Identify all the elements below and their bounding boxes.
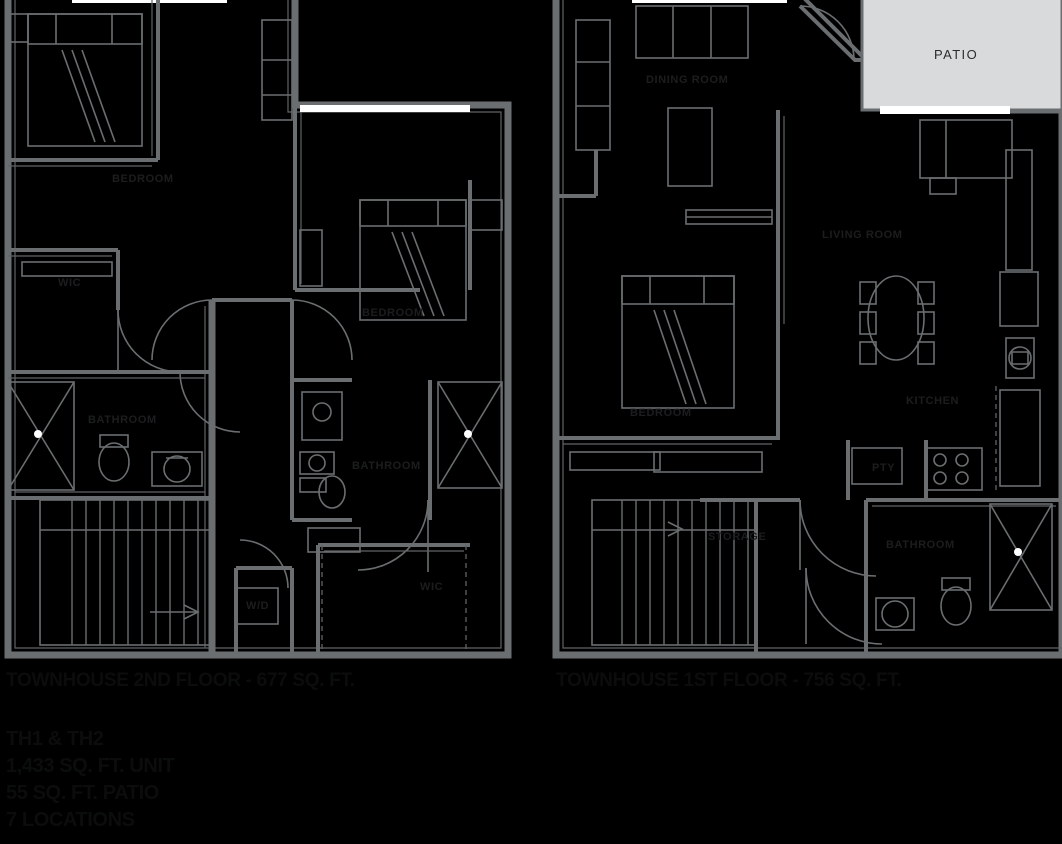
first-floor-plan (552, 0, 1062, 659)
room-label-living-room: LIVING ROOM (822, 229, 903, 241)
room-label-washer-dryer: W/D (246, 600, 270, 612)
summary-unit-area: 1,433 SQ. FT. UNIT (6, 755, 175, 777)
room-label-closet-1: WIC (58, 277, 82, 289)
room-label-bathroom-1: BATHROOM (88, 414, 157, 426)
second-floor-caption: TOWNHOUSE 2ND FLOOR - 677 SQ. FT. (6, 670, 355, 691)
room-label-kitchen: KITCHEN (906, 395, 960, 407)
room-label-closet-2: WIC (420, 581, 444, 593)
room-label-dining-room: DINING ROOM (646, 74, 729, 86)
summary-locations: 7 LOCATIONS (6, 809, 135, 831)
summary-patio-area: 55 SQ. FT. PATIO (6, 782, 159, 804)
summary-unit-names: TH1 & TH2 (6, 728, 104, 750)
room-label-bathroom-2: BATHROOM (352, 460, 421, 472)
room-label-bathroom-3: BATHROOM (886, 539, 955, 551)
second-floor-plan (4, 0, 512, 659)
first-floor-caption: TOWNHOUSE 1ST FLOOR - 756 SQ. FT. (556, 670, 902, 691)
unit-summary: TH1 & TH2 1,433 SQ. FT. UNIT 55 SQ. FT. … (6, 726, 175, 834)
room-label-bedroom-2: BEDROOM (362, 307, 424, 319)
room-label-patio: PATIO (934, 47, 979, 62)
room-label-pantry: PTY (872, 462, 896, 474)
room-label-bedroom-1: BEDROOM (112, 173, 174, 185)
room-label-bedroom-3: BEDROOM (630, 407, 692, 419)
room-label-storage: STORAGE (708, 531, 767, 543)
